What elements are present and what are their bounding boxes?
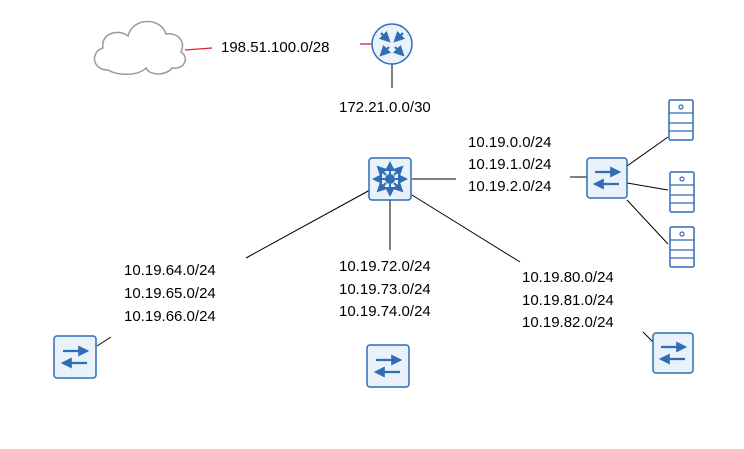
subnet-label: 10.19.80.0/24 xyxy=(522,269,614,286)
subnet-label: 10.19.72.0/24 xyxy=(339,258,431,275)
subnet-label: 10.19.65.0/24 xyxy=(124,285,216,302)
subnet-label: 10.19.1.0/24 xyxy=(468,156,552,173)
subnet-label: 10.19.82.0/24 xyxy=(522,314,614,331)
router-icon xyxy=(371,23,413,65)
left-switch-link xyxy=(96,336,112,347)
server-link xyxy=(626,182,669,191)
core-lower-right-switch-link xyxy=(411,194,521,263)
switch-icon xyxy=(53,335,97,379)
subnet-label: 10.19.66.0/24 xyxy=(124,308,216,325)
server-link xyxy=(626,199,669,245)
subnet-label: 10.19.64.0/24 xyxy=(124,262,216,279)
switch-icon xyxy=(586,157,628,199)
layer3-switch-icon xyxy=(368,157,412,201)
uplink-subnet-label: 172.21.0.0/30 xyxy=(339,99,431,116)
wan-subnet-label: 198.51.100.0/28 xyxy=(221,39,330,56)
wan-link xyxy=(184,47,213,51)
server-icon xyxy=(668,99,694,141)
server-link xyxy=(626,136,669,167)
subnet-label: 10.19.74.0/24 xyxy=(339,303,431,320)
server-icon xyxy=(669,226,695,268)
subnet-label: 10.19.2.0/24 xyxy=(468,178,552,195)
subnet-label: 10.19.0.0/24 xyxy=(468,134,552,151)
switch-icon xyxy=(652,332,694,374)
core-left-switch-link xyxy=(245,189,371,259)
subnet-label: 10.19.73.0/24 xyxy=(339,281,431,298)
cloud-icon xyxy=(93,20,187,75)
subnet-label: 10.19.81.0/24 xyxy=(522,292,614,309)
server-icon xyxy=(669,171,695,213)
switch-icon xyxy=(366,344,410,388)
